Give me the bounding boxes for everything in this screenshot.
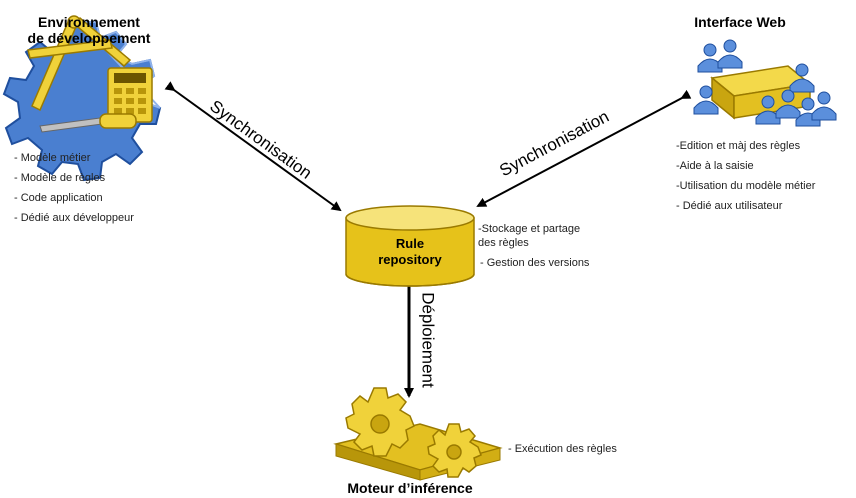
list-item: -Edition et màj des règles xyxy=(676,140,801,152)
repository-note-versions: - Gestion des versions xyxy=(480,257,590,269)
web-interface-title: Interface Web xyxy=(694,14,786,30)
dev-env-title-line1: Environnement xyxy=(38,14,140,30)
dev-env-title-line2: de développement xyxy=(27,30,151,46)
engine-note: - Exécution des règles xyxy=(508,443,617,455)
dev-env-features: - Modèle métier - Modèle de règles - Cod… xyxy=(14,148,134,228)
repository-note-storage-line1: -Stockage et partage xyxy=(478,223,581,235)
list-item: - Modèle métier xyxy=(14,152,91,164)
list-item: - Code application xyxy=(14,192,103,204)
repository-note-storage: -Stockage et partage des règles xyxy=(478,222,580,250)
list-item: -Utilisation du modèle métier xyxy=(676,180,816,192)
web-features: -Edition et màj des règles -Aide à la sa… xyxy=(676,136,815,216)
list-item: -Aide à la saisie xyxy=(676,160,754,172)
list-item: - Dédié aux développeur xyxy=(14,212,134,224)
repository-note-storage-line2: des règles xyxy=(478,237,529,249)
engine-title: Moteur d’inférence xyxy=(347,480,473,496)
list-item: - Dédié aux utilisateur xyxy=(676,200,783,212)
right-sync-arrow xyxy=(476,89,692,207)
left-sync-arrow xyxy=(164,81,342,212)
list-item: - Modèle de règles xyxy=(14,172,106,184)
repository-label: Rule repository xyxy=(346,236,474,268)
dev-env-title: Environnement de développement xyxy=(6,14,172,46)
repository-label-line1: Rule xyxy=(395,236,425,251)
repository-label-line2: repository xyxy=(378,252,442,267)
